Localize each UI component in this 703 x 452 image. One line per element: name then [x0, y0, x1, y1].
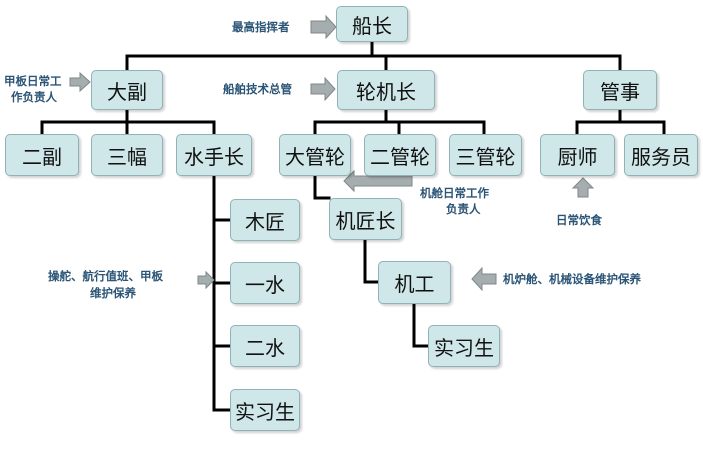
note-engine-room-line1: 机舱日常工作: [420, 186, 489, 200]
note-deck-duty-line2: 维护保养: [90, 286, 136, 300]
note-captain: 最高指挥者: [232, 20, 290, 34]
note-machinery: 机炉舱、机械设备维护保养: [503, 272, 641, 286]
node-fitter: 机匠长: [329, 198, 402, 240]
node-cook: 厨师: [540, 134, 615, 176]
node-chief-mate: 大副: [91, 70, 163, 110]
node-purser: 管事: [583, 70, 657, 110]
arrow-right-icon: [310, 76, 336, 102]
note-engine-room-line2: 负责人: [446, 202, 481, 216]
node-first-engineer: 大管轮: [279, 134, 351, 176]
arrow-right-icon: [197, 270, 215, 290]
arrow-right-icon: [69, 71, 91, 93]
note-deck-duty-line1: 操舵、航行值班、甲板: [48, 269, 163, 283]
node-second-mate: 二副: [5, 134, 79, 176]
arrow-left-icon: [471, 266, 497, 292]
arrow-right-icon: [310, 14, 337, 40]
node-captain: 船长: [336, 6, 408, 42]
node-engine-cadet: 实习生: [428, 325, 500, 367]
arrow-left-icon: [343, 169, 413, 193]
note-chief-mate-line2: 作负责人: [11, 90, 57, 104]
node-able-seaman: 一水: [230, 262, 300, 304]
note-daily-food: 日常饮食: [556, 213, 602, 227]
note-chief-mate-line1: 甲板日常工: [4, 74, 62, 88]
node-ordinary-seaman: 二水: [230, 325, 300, 367]
node-boatswain: 水手长: [176, 134, 252, 176]
note-chief-engineer: 船舶技术总管: [223, 82, 292, 96]
node-motorman: 机工: [378, 261, 451, 304]
node-third-mate: 三幅: [91, 134, 163, 176]
node-third-engineer: 三管轮: [449, 134, 522, 176]
node-chief-engineer: 轮机长: [337, 70, 435, 110]
node-second-engineer: 二管轮: [364, 134, 436, 176]
node-carpenter: 木匠: [230, 199, 300, 241]
node-deck-cadet: 实习生: [230, 389, 300, 431]
node-steward: 服务员: [624, 134, 698, 176]
arrow-up-icon: [571, 177, 595, 198]
